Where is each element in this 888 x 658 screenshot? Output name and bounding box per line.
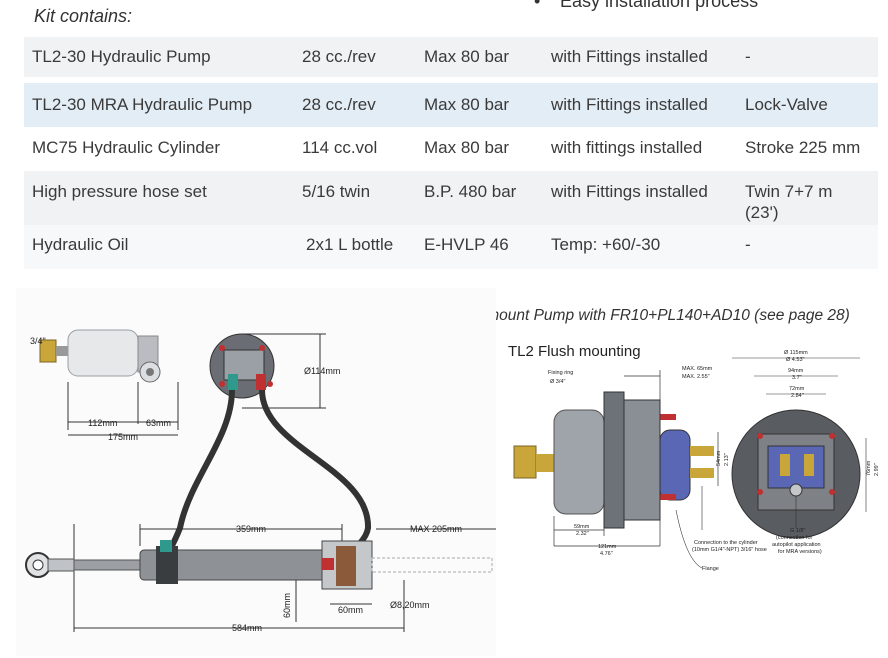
dim-584-label: 584mm <box>232 623 262 633</box>
item-volume: 28 cc./rev <box>302 95 376 114</box>
max-65-label: MAX. 65mm <box>682 366 713 372</box>
fixing-ring-label: Fixing ring <box>548 370 573 376</box>
flange-label: Flange <box>702 566 719 572</box>
item-extra: - <box>745 47 751 66</box>
item-name: High pressure hose set <box>32 182 207 201</box>
piston-rod <box>73 559 145 571</box>
hydraulic-cylinder <box>25 524 496 632</box>
dim-60-horizontal-label: 60mm <box>338 605 363 615</box>
dim-37-label: 3.7" <box>792 375 802 381</box>
item-extra: Lock-Valve <box>745 95 828 114</box>
g18-note-line3: for MRA versions) <box>778 549 822 555</box>
item-volume: 114 cc.vol <box>302 138 378 157</box>
item-pressure: E-HVLP 46 <box>424 235 509 254</box>
dim-175-label: 175mm <box>108 432 138 442</box>
dim-213-label: 2.13" <box>724 453 730 466</box>
table-row: Hydraulic Oil 2x1 L bottle E-HVLP 46 Tem… <box>24 225 878 269</box>
pump-body-icon <box>67 329 139 377</box>
g18-note-line1: (connection for <box>776 535 813 541</box>
flush-mount-title: TL2 Flush mounting <box>508 343 641 360</box>
dim-112-label: 112mm <box>88 418 117 428</box>
teal-fitting-icon <box>228 374 238 390</box>
dim-76-label: 76mm <box>866 460 872 476</box>
dia-8-label: Ø8,20mm <box>390 600 430 610</box>
connection-spec-label: (10mm G1/4"-NPT) 3/16" hose <box>692 547 767 553</box>
item-fittings: with Fittings installed <box>551 95 708 114</box>
max-205-label: MAX 205mm <box>410 524 462 534</box>
g18-label: G 1/8" <box>790 528 805 534</box>
item-fittings: with fittings installed <box>551 138 703 157</box>
dia-114-label: Ø114mm <box>304 366 340 376</box>
pump-cylinder-drawing: 3/4" 112mm 63mm 175mm Ø114mm <box>16 288 496 656</box>
dim-54-label: 54mm <box>716 450 722 466</box>
item-name: TL2-30 Hydraulic Pump <box>32 47 211 66</box>
flange-icon <box>623 399 661 521</box>
feature-bullet: • Easy installation process <box>534 0 758 12</box>
dia-115-label: Ø 115mm <box>784 350 808 356</box>
item-extra-secondary: (23') <box>745 203 779 222</box>
item-pressure: Max 80 bar <box>424 95 510 114</box>
dim-476-label: 4.76" <box>600 551 613 557</box>
item-fittings: with Fittings installed <box>551 47 708 66</box>
fixing-ring-icon <box>603 391 625 529</box>
red-fitting-icon <box>256 374 266 390</box>
item-pressure: Max 80 bar <box>424 47 510 66</box>
item-extra: Twin 7+7 m <box>745 182 833 201</box>
port-label: Ø 3/4" <box>550 379 565 385</box>
flush-pump-front-view <box>731 357 867 539</box>
dim-232-label: 2.32" <box>576 531 589 537</box>
flush-mount-caption: Flush mount Pump with FR10+PL140+AD10 (s… <box>444 307 850 324</box>
item-extra: - <box>745 235 751 254</box>
item-fittings: Temp: +60/-30 <box>551 235 661 254</box>
dim-121-label: 121mm <box>598 544 617 550</box>
dim-72-label: 72mm <box>789 386 805 392</box>
item-extra: Stroke 225 mm <box>745 138 861 157</box>
table-row: TL2-30 Hydraulic Pump 28 cc./rev Max 80 … <box>24 37 878 77</box>
pump-front-view <box>209 333 326 409</box>
pump-side-view <box>39 329 179 436</box>
g18-port-icon <box>789 483 803 497</box>
flush-pump-body-icon <box>553 409 605 515</box>
flush-mount-drawing: Fixing ring Ø 3/4" MAX. 65mm MAX. 2.55" … <box>513 350 880 572</box>
dim-359-label: 359mm <box>236 524 266 534</box>
blue-valve-icon <box>659 429 691 501</box>
item-volume: 5/16 twin <box>302 182 371 201</box>
port-size-label: 3/4" <box>30 336 46 346</box>
item-name: TL2-30 MRA Hydraulic Pump <box>32 95 253 114</box>
feature-text: Easy installation process <box>560 0 759 11</box>
connection-label: Connection to the cylinder <box>694 540 758 546</box>
item-volume: 2x1 L bottle <box>306 235 394 254</box>
max-255-label: MAX. 2.55" <box>682 374 710 380</box>
table-row: High pressure hose set 5/16 twin B.P. 48… <box>24 171 878 225</box>
table-row: MC75 Hydraulic Cylinder 114 cc.vol Max 8… <box>24 127 878 171</box>
dim-94-label: 94mm <box>788 368 804 374</box>
item-name: MC75 Hydraulic Cylinder <box>32 138 221 157</box>
item-pressure: B.P. 480 bar <box>424 182 517 201</box>
dim-284-label: 2.84" <box>791 393 804 399</box>
dim-60-vertical-label: 60mm <box>282 593 292 618</box>
brass-port-icon <box>513 445 537 479</box>
item-name: Hydraulic Oil <box>32 235 129 254</box>
dim-59-label: 59mm <box>574 524 590 530</box>
item-fittings: with Fittings installed <box>551 182 708 201</box>
item-volume: 28 cc./rev <box>302 47 376 66</box>
bullet-dot-icon: • <box>534 0 541 11</box>
g18-note-line2: autopilot application <box>772 542 821 548</box>
flush-pump-side-view <box>513 370 719 547</box>
dim-63-label: 63mm <box>146 418 171 428</box>
dim-299-label: 2.99" <box>874 463 880 476</box>
table-row: TL2-30 MRA Hydraulic Pump 28 cc./rev Max… <box>24 83 878 127</box>
dia-453-label: Ø 4.53" <box>786 357 805 363</box>
kit-title: Kit contains: <box>34 6 133 26</box>
pump-shaft <box>56 346 68 356</box>
item-pressure: Max 80 bar <box>424 138 510 157</box>
front-valve-icon <box>767 445 825 489</box>
